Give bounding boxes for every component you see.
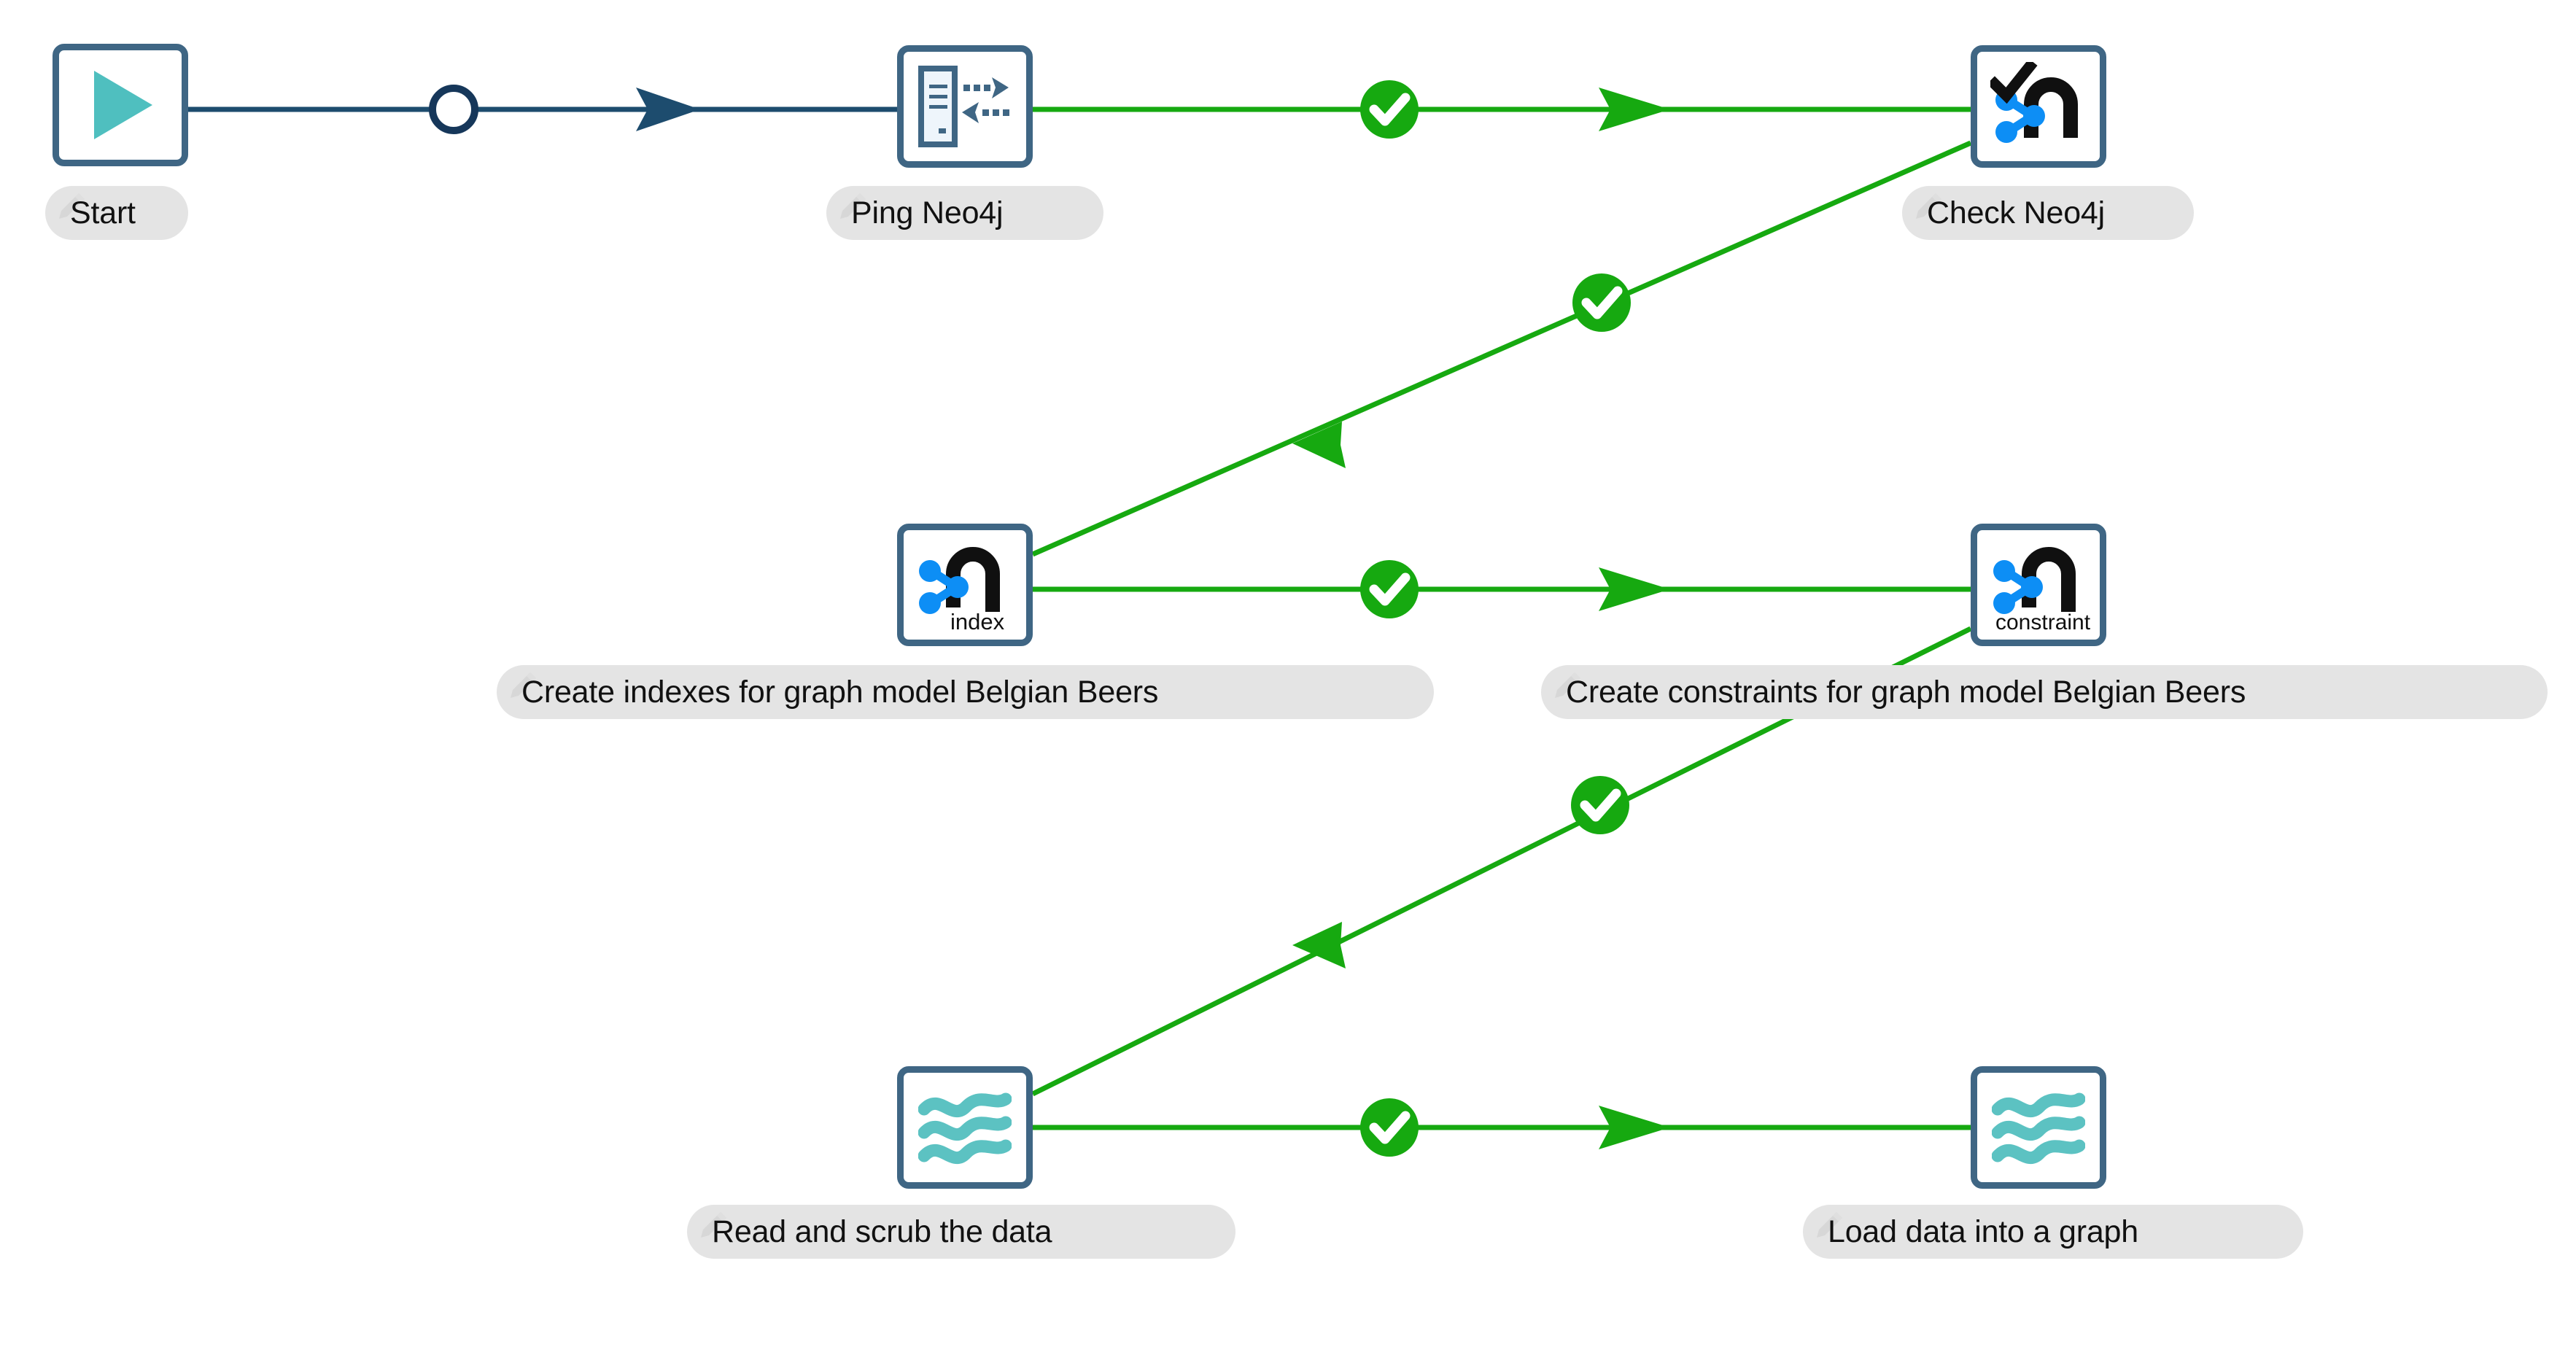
label-text: Create indexes for graph model Belgian B…	[521, 674, 1159, 710]
hop-indexes-to-constraints[interactable]	[1033, 560, 1971, 618]
label-text: Read and scrub the data	[712, 1214, 1052, 1249]
label-pill-start[interactable]: Start	[45, 186, 188, 240]
pipeline-waves-icon	[1992, 1087, 2085, 1168]
label-pill-load-graph[interactable]: Load data into a graph	[1803, 1205, 2303, 1259]
hop-success-badge[interactable]	[1572, 273, 1631, 332]
hop-success-badge[interactable]	[1360, 1098, 1419, 1157]
label-pill-create-constraints[interactable]: Create constraints for graph model Belgi…	[1541, 665, 2548, 719]
label-text: Load data into a graph	[1828, 1214, 2138, 1249]
neo4j-constraint-icon: constraint	[1984, 536, 2093, 634]
hop-arrowhead	[1599, 88, 1670, 131]
label-pill-create-indexes[interactable]: Create indexes for graph model Belgian B…	[497, 665, 1434, 719]
label-text: Start	[70, 195, 136, 230]
hop-start-to-ping[interactable]	[188, 85, 897, 134]
node-ping-neo4j[interactable]	[897, 45, 1033, 168]
hop-success-badge[interactable]	[1571, 776, 1629, 834]
hop-success-badge[interactable]	[1360, 560, 1419, 618]
hop-arrowhead	[1292, 422, 1346, 468]
label-text: Check Neo4j	[1927, 195, 2105, 230]
hop-success-badge[interactable]	[1360, 80, 1419, 139]
node-read-scrub[interactable]	[897, 1066, 1033, 1189]
node-start[interactable]	[53, 44, 188, 166]
server-ping-icon	[918, 64, 1012, 149]
node-check-neo4j[interactable]	[1971, 45, 2106, 168]
label-text: Ping Neo4j	[851, 195, 1004, 230]
node-create-indexes[interactable]: index	[897, 524, 1033, 646]
label-pill-ping-neo4j[interactable]: Ping Neo4j	[826, 186, 1103, 240]
node-load-graph[interactable]	[1971, 1066, 2106, 1189]
neo4j-check-icon	[1990, 62, 2087, 151]
play-triangle-icon	[84, 65, 157, 145]
neo4j-icon-caption: constraint	[1995, 610, 2091, 634]
neo4j-icon-caption: index	[950, 609, 1005, 634]
hop-arrowhead	[1599, 1106, 1670, 1149]
hop-read-to-load[interactable]	[1033, 1098, 1971, 1157]
hop-check-to-indexes[interactable]	[1031, 140, 1972, 557]
label-text: Create constraints for graph model Belgi…	[1566, 674, 2246, 710]
pipeline-waves-icon	[918, 1087, 1012, 1168]
hop-arrowhead	[1292, 922, 1346, 968]
hop-arrowhead	[636, 88, 700, 131]
node-create-constraints[interactable]: constraint	[1971, 524, 2106, 646]
hop-circle-marker[interactable]	[429, 85, 478, 134]
hop-ping-to-check[interactable]	[1033, 80, 1971, 139]
label-pill-read-scrub[interactable]: Read and scrub the data	[687, 1205, 1235, 1259]
neo4j-index-icon: index	[915, 536, 1015, 634]
hop-arrowhead	[1599, 567, 1670, 611]
label-pill-check-neo4j[interactable]: Check Neo4j	[1902, 186, 2194, 240]
